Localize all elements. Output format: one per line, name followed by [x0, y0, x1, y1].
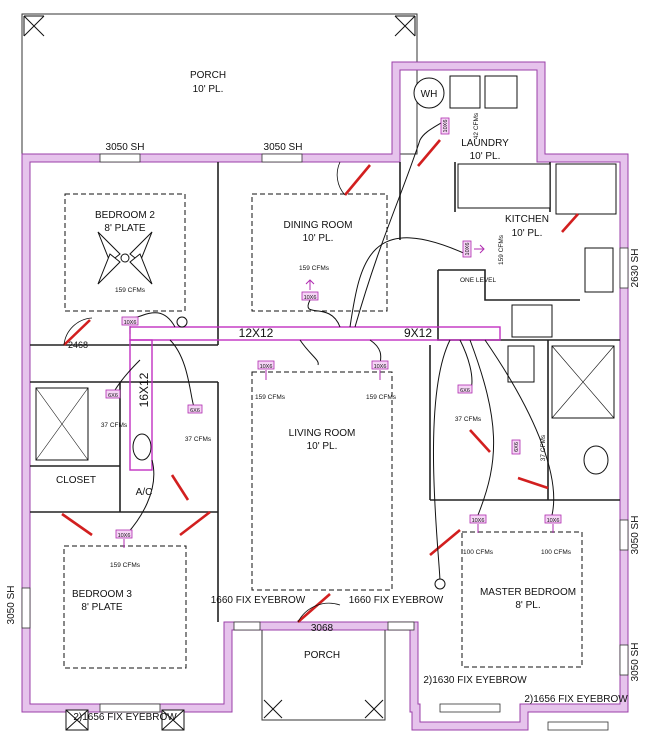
porch-top-ceiling: 10' PL. [193, 84, 224, 95]
svg-text:10X6: 10X6 [547, 518, 560, 524]
svg-text:10X6: 10X6 [304, 295, 317, 301]
porch-bottom-corner-marks [263, 699, 384, 719]
water-heater-label: WH [421, 89, 438, 100]
window-bottom-right: 2)1656 FIX EYEBROW [524, 694, 628, 705]
master-name: MASTER BEDROOM [480, 587, 576, 598]
svg-text:6X6: 6X6 [460, 388, 470, 394]
bath2-cfm: 37 CFMs [101, 422, 128, 429]
kitchen-sink [584, 247, 614, 293]
ceiling-fan [97, 231, 153, 285]
ceiling-outlines [63, 193, 583, 669]
bedroom3-name: BEDROOM 3 [72, 589, 132, 600]
porch-top-corner-marks [23, 15, 416, 37]
svg-text:6X6: 6X6 [514, 442, 520, 452]
door-hall: 2468 [68, 340, 88, 350]
svg-text:10X6: 10X6 [124, 320, 137, 326]
kitchen-name: KITCHEN [505, 214, 549, 225]
window-right-master-b: 3050 SH [630, 643, 641, 682]
vent-registers [105, 117, 562, 539]
svg-text:10X6: 10X6 [472, 518, 485, 524]
dining-name: DINING ROOM [284, 220, 353, 231]
master-ceiling: 8' PL. [515, 600, 540, 611]
master-cfm-left: 100 CFMs [463, 549, 494, 556]
bedroom3-ceiling: 8' PLATE [81, 602, 123, 613]
svg-text:10X6: 10X6 [260, 364, 273, 370]
porch-top-name: PORCH [190, 70, 226, 81]
living-ceiling: 10' PL. [307, 441, 338, 452]
flex-ducts [111, 119, 555, 583]
svg-text:10X6: 10X6 [465, 243, 471, 256]
bottom-eyebrow-boxes [65, 709, 185, 731]
refrigerator [555, 163, 617, 215]
exterior-wall [21, 61, 629, 731]
eyebrow-left: 1660 FIX EYEBROW [211, 595, 306, 606]
washer [449, 75, 481, 109]
hall-cfm: 37 CFMs [185, 436, 212, 443]
svg-text:10X6: 10X6 [118, 533, 131, 539]
svg-text:6X6: 6X6 [108, 393, 118, 399]
ac-name: A/C [136, 487, 153, 498]
svg-text:10X6: 10X6 [443, 120, 449, 133]
windows [21, 153, 629, 731]
duct-trunk-vertical: 16X12 [137, 372, 151, 407]
closet-name: CLOSET [56, 475, 96, 486]
flex-collar-master [434, 578, 446, 590]
master-bath-cfm-b: 37 CFMs [540, 434, 547, 461]
airflow-arrows [123, 244, 554, 548]
flex-collar-left [176, 316, 188, 328]
laundry-ceiling: 10' PL. [470, 151, 501, 162]
doors [61, 139, 579, 623]
stove [511, 304, 553, 338]
water-heater [413, 77, 445, 109]
window-right-kitchen: 2630 SH [630, 249, 641, 288]
svg-text:10X6: 10X6 [374, 364, 387, 370]
living-cfm-left: 159 CFMs [255, 394, 286, 401]
duct-trunk-right: 9X12 [404, 326, 432, 340]
master-sink [583, 445, 609, 475]
kitchen-cfm: 159 CFMs [498, 234, 505, 265]
svg-text:6X6: 6X6 [190, 408, 200, 414]
window-left-side: 3050 SH [6, 586, 17, 625]
laundry-name: LAUNDRY [461, 138, 509, 149]
dryer [484, 75, 518, 109]
living-cfm-right: 159 CFMs [366, 394, 397, 401]
shower-master-x [551, 345, 615, 419]
porch-bottom-outline [261, 630, 386, 721]
living-name: LIVING ROOM [289, 428, 356, 439]
toilet-master [507, 345, 535, 383]
dining-ceiling: 10' PL. [303, 233, 334, 244]
kitchen-ceiling: 10' PL. [512, 228, 543, 239]
window-top-mid: 3050 SH [264, 142, 303, 153]
window-bottom-mid-right: 2)1630 FIX EYEBROW [423, 675, 527, 686]
dining-cfm: 159 CFMs [299, 265, 330, 272]
laundry-cfm: 42 CFMs [473, 112, 480, 139]
window-right-master-a: 3050 SH [630, 516, 641, 555]
one-level-label: ONE LEVEL [460, 277, 497, 284]
window-bottom-left: 2)1656 FIX EYEBROW [73, 712, 177, 723]
door-entry: 3068 [311, 623, 334, 634]
kitchen-cabinet [457, 163, 551, 209]
duct-trunk-main: 12X12 [239, 326, 274, 340]
bedroom3-cfm: 159 CFMs [110, 562, 141, 569]
shower-left-x [35, 387, 89, 461]
bedroom2-name: BEDROOM 2 [95, 210, 155, 221]
bedroom2-cfm: 159 CFMs [115, 287, 146, 294]
bedroom2-ceiling: 8' PLATE [104, 223, 146, 234]
vent-labels: 10X6 10X6 10X6 10X6 10X6 10X6 6X6 6X6 6X… [108, 120, 559, 539]
eyebrow-right: 1660 FIX EYEBROW [349, 595, 444, 606]
master-bath-cfm-a: 37 CFMs [455, 416, 482, 423]
window-top-left: 3050 SH [106, 142, 145, 153]
master-cfm-right: 100 CFMs [541, 549, 572, 556]
porch-bottom-name: PORCH [304, 650, 340, 661]
toilet-left [132, 433, 152, 461]
